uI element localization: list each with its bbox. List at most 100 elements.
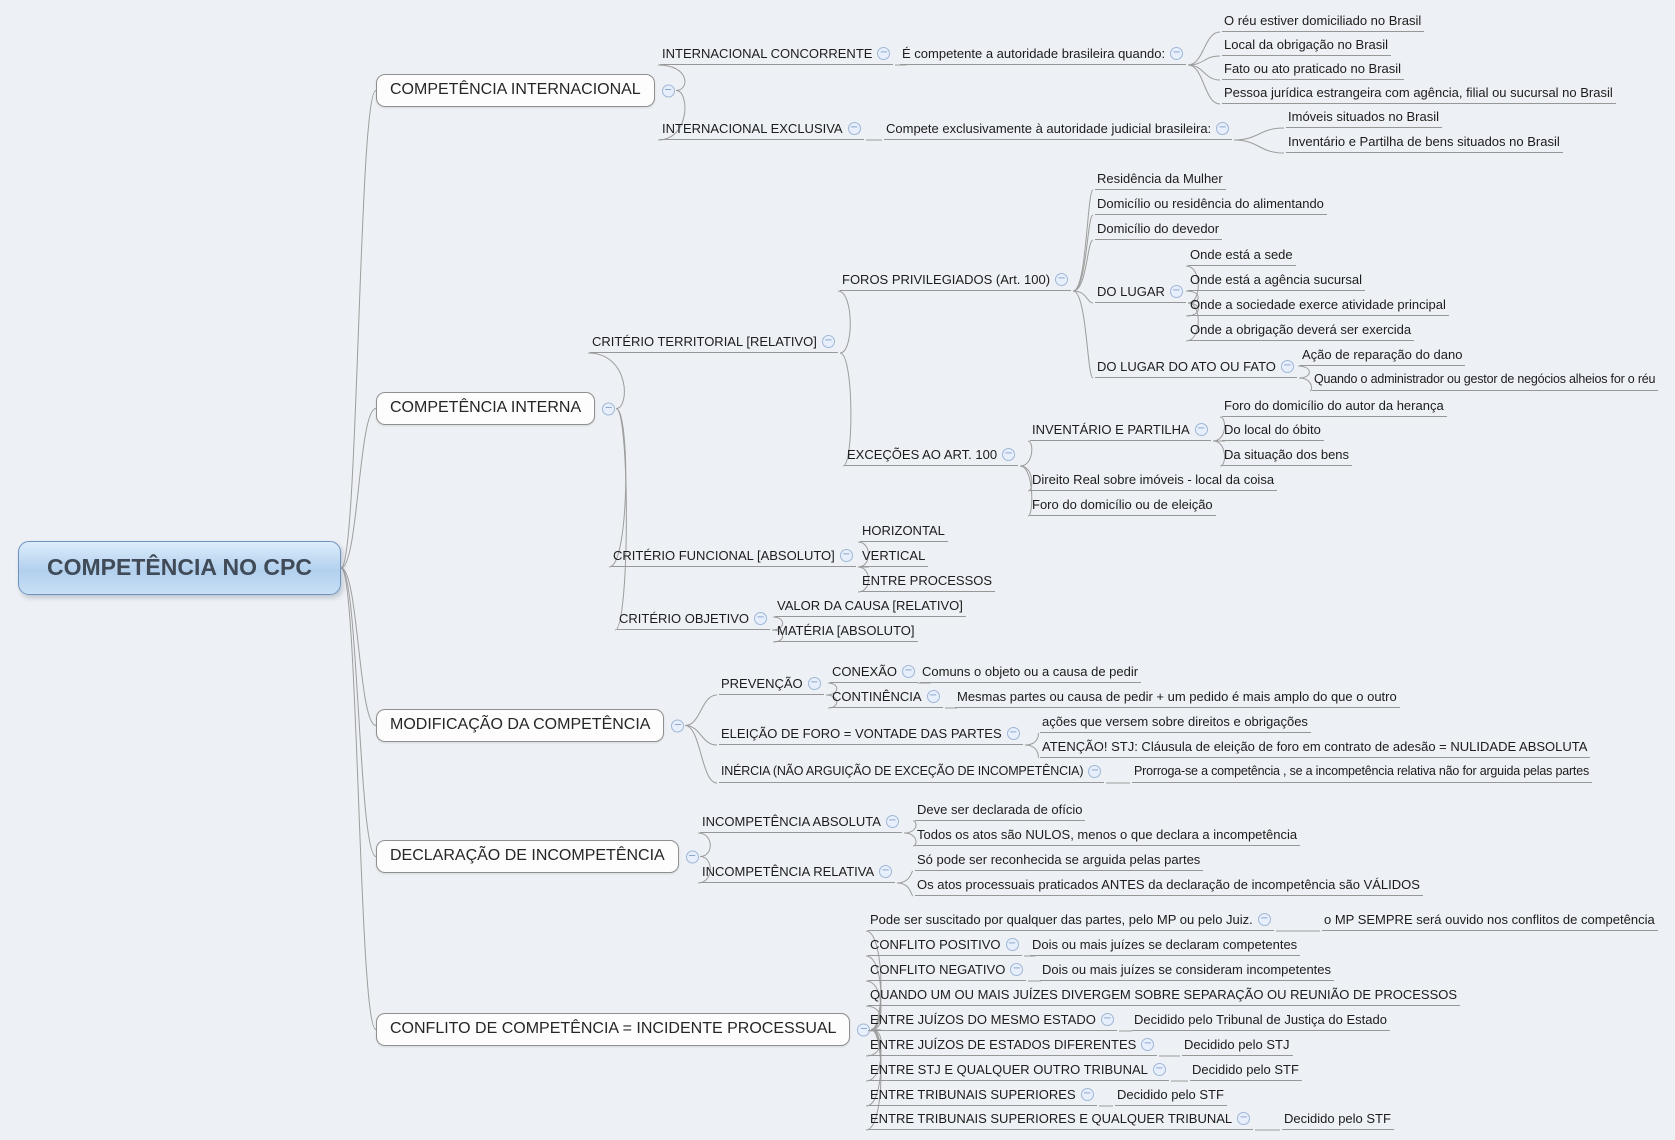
collapse-minus-icon[interactable]: − (1006, 727, 1020, 740)
collapse-minus-icon[interactable]: − (602, 402, 616, 415)
node-conflito-competencia[interactable]: CONFLITO DE COMPETÊNCIA = INCIDENTE PROC… (376, 1013, 871, 1046)
node-foro-domicilio-eleicao[interactable]: Foro do domicílio ou de eleição (1030, 496, 1216, 516)
collapse-minus-icon[interactable]: − (671, 719, 685, 732)
node-entre-tribunais-superiores[interactable]: ENTRE TRIBUNAIS SUPERIORES− (868, 1086, 1097, 1106)
node-entre-juizos-mesmo-estado[interactable]: ENTRE JUÍZOS DO MESMO ESTADO− (868, 1011, 1117, 1031)
collapse-minus-icon[interactable]: − (1055, 273, 1069, 286)
node-decidido-tj-estado[interactable]: Decidido pelo Tribunal de Justiça do Est… (1132, 1011, 1390, 1031)
node-horizontal[interactable]: HORIZONTAL (860, 522, 948, 542)
node-atencao-stj-clausula[interactable]: ATENÇÃO! STJ: Cláusula de eleição de for… (1040, 738, 1591, 758)
collapse-minus-icon[interactable]: − (847, 122, 861, 135)
node-internacional-exclusiva[interactable]: INTERNACIONAL EXCLUSIVA− (660, 120, 864, 140)
node-acoes-direitos-obrigacoes[interactable]: ações que versem sobre direitos e obriga… (1040, 713, 1311, 733)
collapse-minus-icon[interactable]: − (1216, 122, 1230, 135)
node-domicilio-devedor[interactable]: Domicílio do devedor (1095, 220, 1223, 240)
collapse-minus-icon[interactable]: − (754, 612, 768, 625)
node-residencia-mulher[interactable]: Residência da Mulher (1095, 170, 1226, 190)
node-competente-autoridade-quando[interactable]: É competente a autoridade brasileira qua… (900, 45, 1187, 65)
collapse-minus-icon[interactable]: − (807, 677, 821, 690)
node-comuns-objeto-causa-pedir[interactable]: Comuns o objeto ou a causa de pedir (920, 663, 1142, 683)
collapse-minus-icon[interactable]: − (1002, 448, 1016, 461)
node-conflito-positivo[interactable]: CONFLITO POSITIVO− (868, 936, 1022, 956)
node-reu-domiciliado-brasil[interactable]: O réu estiver domiciliado no Brasil (1222, 12, 1425, 32)
collapse-minus-icon[interactable]: − (1005, 938, 1019, 951)
node-deve-declarada-oficio[interactable]: Deve ser declarada de ofício (915, 801, 1086, 821)
node-modificacao-competencia[interactable]: MODIFICAÇÃO DA COMPETÊNCIA− (376, 709, 685, 742)
node-quando-administrador-gestor[interactable]: Quando o administrador ou gestor de negó… (1312, 371, 1659, 391)
node-decidido-stf-1[interactable]: Decidido pelo STF (1190, 1061, 1302, 1081)
node-eleicao-de-foro[interactable]: ELEIÇÃO DE FORO = VONTADE DAS PARTES− (719, 725, 1023, 745)
collapse-minus-icon[interactable]: − (1170, 47, 1184, 60)
node-compete-exclusivamente[interactable]: Compete exclusivamente à autoridade judi… (884, 120, 1233, 140)
collapse-minus-icon[interactable]: − (857, 1023, 871, 1036)
node-inercia[interactable]: INÉRCIA (NÃO ARGUIÇÃO DE EXCEÇÃO DE INCO… (719, 763, 1105, 783)
node-pessoa-juridica-estrangeira[interactable]: Pessoa jurídica estrangeira com agência,… (1222, 84, 1616, 104)
node-decidido-stf-3[interactable]: Decidido pelo STF (1282, 1110, 1394, 1130)
collapse-minus-icon[interactable]: − (661, 84, 675, 97)
node-entre-stj-qualquer-tribunal[interactable]: ENTRE STJ E QUALQUER OUTRO TRIBUNAL− (868, 1061, 1169, 1081)
node-materia[interactable]: MATÉRIA [ABSOLUTO] (775, 622, 918, 642)
collapse-minus-icon[interactable]: − (839, 549, 853, 562)
node-criterio-objetivo[interactable]: CRITÉRIO OBJETIVO− (617, 610, 771, 630)
node-entre-juizos-estados-diferentes[interactable]: ENTRE JUÍZOS DE ESTADOS DIFERENTES− (868, 1036, 1158, 1056)
node-acao-reparacao-dano[interactable]: Ação de reparação do dano (1300, 346, 1466, 366)
node-competencia-interna[interactable]: COMPETÊNCIA INTERNA− (376, 392, 616, 425)
node-imoveis-situados-brasil[interactable]: Imóveis situados no Brasil (1286, 108, 1443, 128)
node-so-pode-reconhecida[interactable]: Só pode ser reconhecida se arguida pelas… (915, 851, 1204, 871)
node-juizes-declaram-competentes[interactable]: Dois ou mais juízes se declaram competen… (1030, 936, 1301, 956)
node-onde-obrigacao-exercida[interactable]: Onde a obrigação deverá ser exercida (1188, 321, 1415, 341)
node-decidido-stf-2[interactable]: Decidido pelo STF (1115, 1086, 1227, 1106)
node-conexao[interactable]: CONEXÃO− (830, 663, 919, 683)
node-incompetencia-absoluta[interactable]: INCOMPETÊNCIA ABSOLUTA− (700, 813, 902, 833)
node-mp-sempre-ouvido[interactable]: o MP SEMPRE será ouvido nos conflitos de… (1322, 911, 1658, 931)
node-atos-antes-validos[interactable]: Os atos processuais praticados ANTES da … (915, 876, 1423, 896)
node-root[interactable]: COMPETÊNCIA NO CPC (18, 541, 341, 595)
collapse-minus-icon[interactable]: − (1088, 765, 1102, 778)
collapse-minus-icon[interactable]: − (885, 815, 899, 828)
node-pode-ser-suscitado[interactable]: Pode ser suscitado por qualquer das part… (868, 911, 1274, 931)
collapse-minus-icon[interactable]: − (821, 335, 835, 348)
node-direito-real-imoveis[interactable]: Direito Real sobre imóveis - local da co… (1030, 471, 1278, 491)
node-valor-da-causa[interactable]: VALOR DA CAUSA [RELATIVO] (775, 597, 966, 617)
node-internacional-concorrente[interactable]: INTERNACIONAL CONCORRENTE− (660, 45, 894, 65)
node-onde-esta-sede[interactable]: Onde está a sede (1188, 246, 1296, 266)
node-todos-atos-nulos[interactable]: Todos os atos são NULOS, menos o que dec… (915, 826, 1301, 846)
node-entre-processos[interactable]: ENTRE PROCESSOS (860, 572, 996, 592)
collapse-minus-icon[interactable]: − (1280, 360, 1294, 373)
node-continencia[interactable]: CONTINÊNCIA− (830, 688, 943, 708)
node-incompetencia-relativa[interactable]: INCOMPETÊNCIA RELATIVA− (700, 863, 896, 883)
collapse-minus-icon[interactable]: − (1141, 1038, 1155, 1051)
collapse-minus-icon[interactable]: − (902, 665, 916, 678)
node-competencia-internacional[interactable]: COMPETÊNCIA INTERNACIONAL− (376, 74, 675, 107)
node-da-situacao-bens[interactable]: Da situação dos bens (1222, 446, 1353, 466)
node-inventario-e-partilha[interactable]: INVENTÁRIO E PARTILHA− (1030, 421, 1211, 441)
collapse-minus-icon[interactable]: − (685, 850, 699, 863)
node-criterio-funcional[interactable]: CRITÉRIO FUNCIONAL [ABSOLUTO]− (611, 547, 856, 567)
collapse-minus-icon[interactable]: − (877, 47, 891, 60)
collapse-minus-icon[interactable]: − (1010, 963, 1024, 976)
node-onde-sociedade-exerce[interactable]: Onde a sociedade exerce atividade princi… (1188, 296, 1449, 316)
node-entre-tribunais-superiores-qualquer[interactable]: ENTRE TRIBUNAIS SUPERIORES E QUALQUER TR… (868, 1110, 1254, 1130)
node-conflito-negativo[interactable]: CONFLITO NEGATIVO− (868, 961, 1027, 981)
node-foros-privilegiados[interactable]: FOROS PRIVILEGIADOS (Art. 100)− (840, 271, 1072, 291)
collapse-minus-icon[interactable]: − (1194, 423, 1208, 436)
collapse-minus-icon[interactable]: − (1169, 285, 1183, 298)
node-fato-ato-praticado-brasil[interactable]: Fato ou ato praticado no Brasil (1222, 60, 1405, 80)
node-domicilio-residencia-alimentando[interactable]: Domicílio ou residência do alimentando (1095, 195, 1327, 215)
collapse-minus-icon[interactable]: − (1257, 913, 1271, 926)
collapse-minus-icon[interactable]: − (1237, 1112, 1251, 1125)
node-foro-domicilio-autor-heranca[interactable]: Foro do domicílio do autor da herança (1222, 397, 1447, 417)
node-declaracao-incompetencia[interactable]: DECLARAÇÃO DE INCOMPETÊNCIA− (376, 840, 699, 873)
node-prorroga-se-competencia[interactable]: Prorroga-se a competência , se a incompe… (1132, 763, 1592, 783)
node-do-lugar-ato-fato[interactable]: DO LUGAR DO ATO OU FATO− (1095, 358, 1297, 378)
node-do-lugar[interactable]: DO LUGAR− (1095, 283, 1186, 303)
collapse-minus-icon[interactable]: − (1080, 1088, 1094, 1101)
node-decidido-stj[interactable]: Decidido pelo STJ (1182, 1036, 1293, 1056)
node-quando-juizes-divergem[interactable]: QUANDO UM OU MAIS JUÍZES DIVERGEM SOBRE … (868, 986, 1461, 1006)
node-vertical[interactable]: VERTICAL (860, 547, 929, 567)
collapse-minus-icon[interactable]: − (879, 865, 893, 878)
collapse-minus-icon[interactable]: − (1100, 1013, 1114, 1026)
collapse-minus-icon[interactable]: − (1152, 1063, 1166, 1076)
node-criterio-territorial[interactable]: CRITÉRIO TERRITORIAL [RELATIVO]− (590, 333, 838, 353)
node-local-obrigacao-brasil[interactable]: Local da obrigação no Brasil (1222, 36, 1392, 56)
